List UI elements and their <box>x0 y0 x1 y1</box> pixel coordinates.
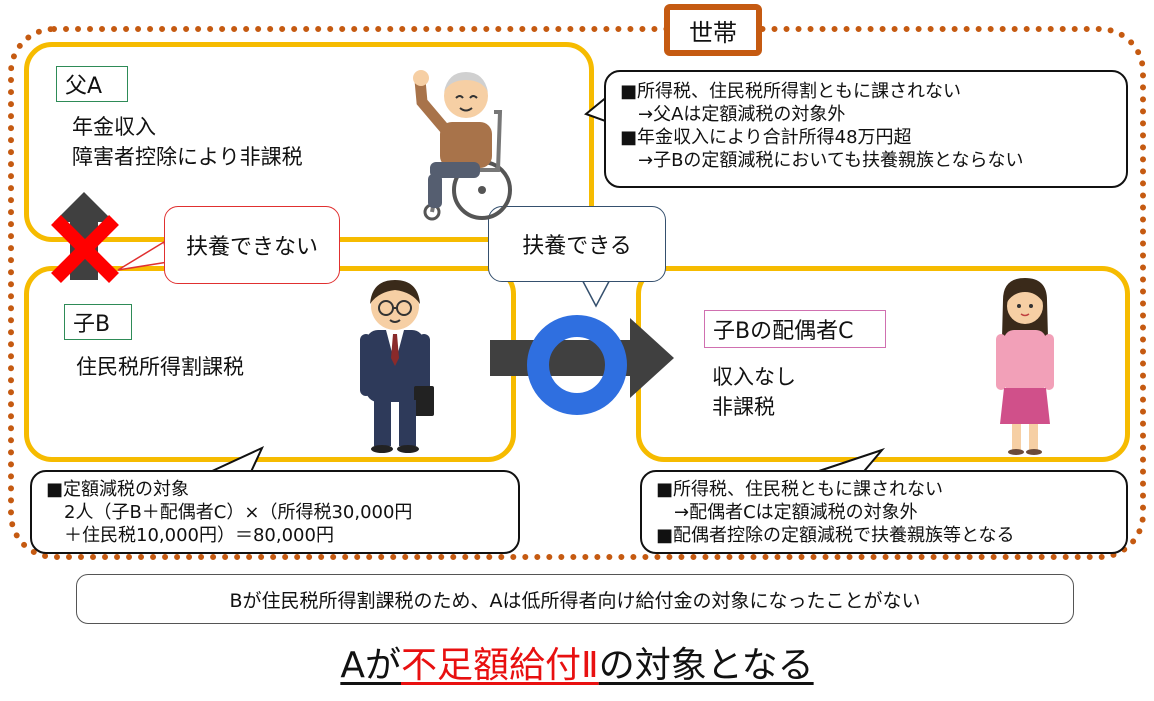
child-line-1: 住民税所得割課税 <box>76 355 244 379</box>
father-line-1: 年金収入 <box>72 115 156 139</box>
up-arrow-icon <box>54 192 114 280</box>
father-callout-line-3: ■年金収入により合計所得48万円超 <box>620 127 912 148</box>
father-callout-line-1: ■所得税、住民税所得割ともに課されない <box>620 81 962 102</box>
child-callout-line-2: 2人（子B＋配偶者C）×（所得税30,000円 <box>46 502 413 523</box>
spouse-line-2: 非課税 <box>712 395 775 419</box>
father-callout-line-4: →子Bの定額減税においても扶養親族とならない <box>620 150 1024 171</box>
circle-icon <box>527 315 627 415</box>
father-callout-line-2: →父Aは定額減税の対象外 <box>620 104 846 125</box>
child-callout-line-3: ＋住民税10,000円）＝80,000円 <box>46 525 334 546</box>
child-tag: 子B <box>64 304 132 340</box>
child-callout-line-1: ■定額減税の対象 <box>46 479 190 500</box>
household-label: 世帯 <box>664 4 762 56</box>
father-tag: 父A <box>56 66 128 102</box>
cannot-support-bubble: 扶養できない <box>164 206 340 284</box>
right-arrow-icon <box>490 318 674 398</box>
spouse-tag: 子Bの配偶者C <box>704 310 886 348</box>
conclusion-before: Aが <box>340 645 401 686</box>
spouse-callout-line-2: →配偶者Cは定額減税の対象外 <box>656 502 918 523</box>
spouse-callout-line-1: ■所得税、住民税ともに課されない <box>656 479 944 500</box>
cross-icon <box>51 215 119 283</box>
father-description: 年金収入 障害者控除により非課税 <box>72 112 303 172</box>
conclusion-highlight: 不足額給付Ⅱ <box>400 645 599 686</box>
conclusion-after: の対象となる <box>598 645 814 686</box>
household-frame <box>8 26 1146 560</box>
note-box: Bが住民税所得割課税のため、Aは低所得者向け給付金の対象になったことがない <box>76 574 1074 624</box>
father-line-2: 障害者控除により非課税 <box>72 145 303 169</box>
elderly-man-wheelchair-icon <box>413 70 512 221</box>
spouse-callout-line-3: ■配偶者控除の定額減税で扶養親族等となる <box>656 525 1015 546</box>
child-description: 住民税所得割課税 <box>76 352 244 382</box>
businessman-icon <box>360 280 434 453</box>
can-support-bubble: 扶養できる <box>488 206 666 282</box>
young-woman-icon <box>996 278 1054 455</box>
spouse-callout: ■所得税、住民税ともに課されない →配偶者Cは定額減税の対象外 ■配偶者控除の定… <box>640 470 1128 554</box>
spouse-line-1: 収入なし <box>712 365 796 389</box>
father-callout: ■所得税、住民税所得割ともに課されない →父Aは定額減税の対象外 ■年金収入によ… <box>604 70 1128 188</box>
child-callout: ■定額減税の対象 2人（子B＋配偶者C）×（所得税30,000円 ＋住民税10,… <box>30 470 520 554</box>
spouse-description: 収入なし 非課税 <box>712 362 796 422</box>
